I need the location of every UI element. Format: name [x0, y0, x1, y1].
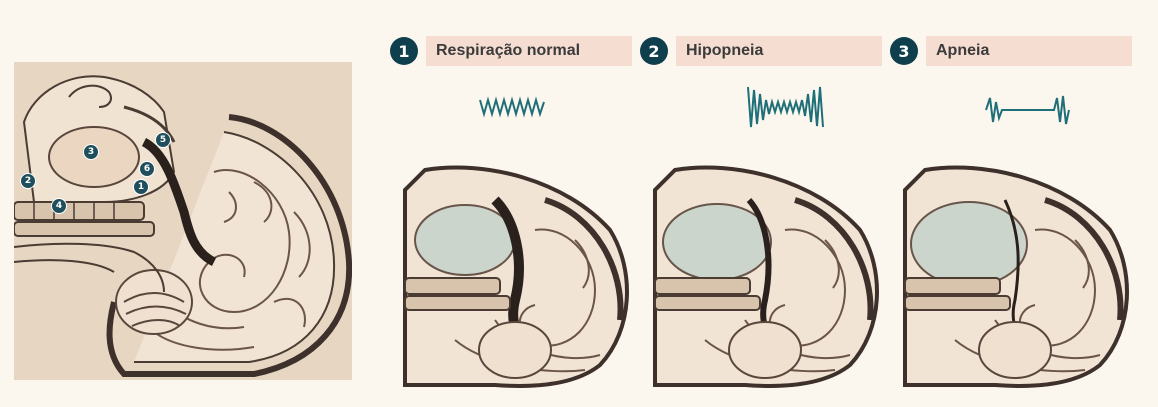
stage-normal-breathing: 1 Respiração normal	[390, 30, 640, 390]
stage-title: Apneia	[926, 36, 1132, 66]
anatomy-marker-2: 2	[20, 173, 36, 189]
stage-number-badge: 1	[390, 37, 418, 65]
stage-header: 2 Hipopneia	[640, 36, 882, 66]
anatomy-marker-3: 3	[83, 144, 99, 160]
stage-title-text: Apneia	[936, 42, 989, 60]
stage-title-text: Hipopneia	[686, 42, 763, 60]
stage-hypopnea: 2 Hipopneia	[640, 30, 890, 390]
anatomy-marker-4: 4	[51, 198, 67, 214]
apnea-waveform	[984, 92, 1074, 128]
stage-number: 3	[898, 42, 909, 61]
marker-label: 5	[160, 136, 166, 145]
head-cross-section-partial-obstruction	[645, 160, 885, 390]
stage-number-badge: 3	[890, 37, 918, 65]
anatomy-illustration	[14, 62, 352, 380]
anatomy-marker-6: 6	[139, 161, 155, 177]
stage-apnea: 3 Apneia	[890, 30, 1140, 390]
marker-label: 1	[138, 183, 144, 192]
stage-title: Respiração normal	[426, 36, 632, 66]
marker-label: 2	[25, 177, 31, 186]
stage-number: 2	[648, 42, 659, 61]
marker-label: 4	[56, 202, 62, 211]
anatomy-reference-panel: 1 2 3 4 5 6	[14, 62, 352, 380]
stage-number: 1	[398, 42, 409, 61]
marker-label: 6	[144, 165, 150, 174]
stage-number-badge: 2	[640, 37, 668, 65]
stage-title-text: Respiração normal	[436, 42, 580, 60]
stage-header: 3 Apneia	[890, 36, 1132, 66]
anatomy-marker-1: 1	[133, 179, 149, 195]
marker-label: 3	[88, 148, 94, 157]
anatomy-marker-5: 5	[155, 132, 171, 148]
stage-title: Hipopneia	[676, 36, 882, 66]
hypopnea-waveform	[746, 82, 826, 132]
stage-header: 1 Respiração normal	[390, 36, 632, 66]
head-cross-section-full-obstruction	[895, 160, 1135, 390]
normal-breathing-waveform	[478, 92, 548, 122]
head-cross-section-open-airway	[395, 160, 635, 390]
